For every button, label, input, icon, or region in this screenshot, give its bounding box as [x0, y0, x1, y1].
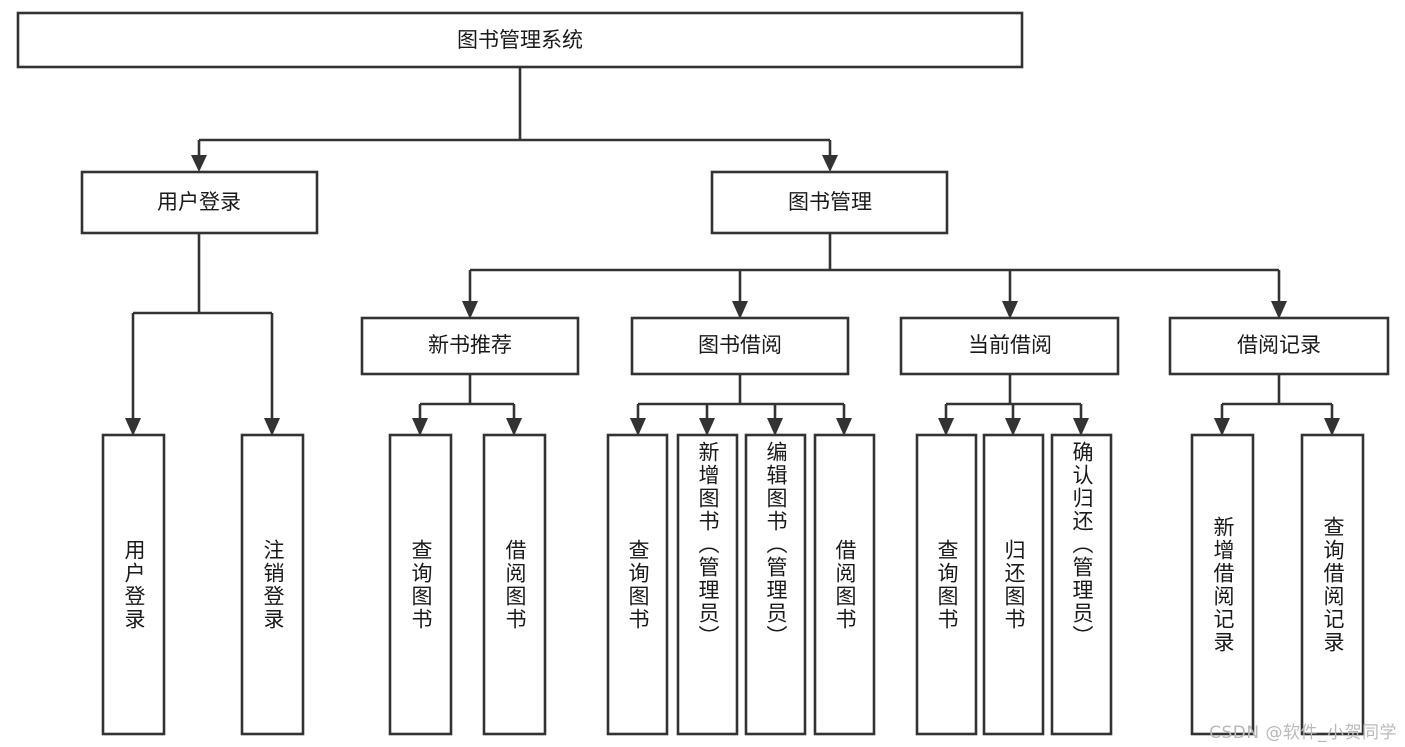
leaf-box-add-book-admin[interactable] [676, 433, 739, 736]
node-book-borrow-label: 图书借阅 [698, 333, 782, 357]
connector-root-to-level2 [191, 67, 838, 172]
connector-current-to-leaves [938, 374, 1089, 436]
leaf-box-borrow-book-recommend[interactable] [482, 433, 547, 736]
leaf-box-query-book-current[interactable] [915, 433, 978, 736]
node-new-book-recommend-label: 新书推荐 [428, 333, 512, 357]
node-book-borrow[interactable]: 图书借阅 [630, 316, 850, 376]
connector-records-to-leaves [1214, 374, 1340, 436]
leaf-box-query-borrow-record[interactable] [1300, 433, 1365, 736]
leaf-box-query-book-borrow[interactable] [606, 433, 669, 736]
node-borrow-records-label: 借阅记录 [1237, 333, 1321, 357]
node-borrow-records[interactable]: 借阅记录 [1168, 316, 1390, 376]
connector-book-manage-to-level3 [462, 233, 1287, 319]
leaf-box-user-login[interactable] [101, 433, 166, 736]
node-root[interactable]: 图书管理系统 [16, 11, 1024, 69]
connector-user-login-to-leaves [125, 233, 280, 436]
leaf-box-logout[interactable] [240, 433, 305, 736]
leaf-box-edit-book-admin[interactable] [744, 433, 807, 736]
leaf-box-add-borrow-record[interactable] [1190, 433, 1255, 736]
node-book-manage[interactable]: 图书管理 [710, 170, 949, 235]
node-root-label: 图书管理系统 [457, 28, 583, 52]
node-book-manage-label: 图书管理 [788, 190, 872, 214]
leaf-box-query-book-recommend[interactable] [388, 433, 453, 736]
csdn-watermark: CSDN @软件_小贺同学 [1209, 723, 1397, 743]
node-current-borrow[interactable]: 当前借阅 [899, 316, 1120, 376]
node-current-borrow-label: 当前借阅 [968, 333, 1052, 357]
connector-recommend-to-leaves [412, 374, 522, 436]
node-user-login[interactable]: 用户登录 [80, 170, 319, 235]
node-user-login-label: 用户登录 [157, 190, 241, 214]
connector-borrow-to-leaves [630, 374, 852, 436]
node-new-book-recommend[interactable]: 新书推荐 [360, 316, 580, 376]
leaf-box-borrow-book[interactable] [813, 433, 876, 736]
leaf-box-confirm-return-admin[interactable] [1050, 433, 1113, 736]
leaf-box-return-book[interactable] [982, 433, 1045, 736]
